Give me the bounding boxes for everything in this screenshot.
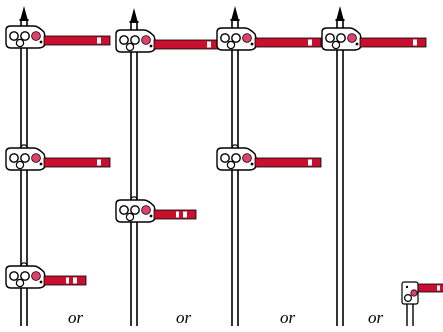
lamp-ring-lower: [125, 42, 135, 52]
lamp-ring-left: [220, 33, 230, 43]
arm-pivot: [149, 214, 153, 218]
arm-stripe: [308, 39, 312, 46]
lamp-ring-lower: [15, 278, 25, 288]
arm-blade: [43, 157, 111, 168]
lamp-ring-left: [9, 31, 19, 41]
post-two-arms: [216, 6, 322, 326]
arm-blade: [43, 35, 111, 46]
red-lamp-icon: [141, 35, 151, 45]
lamp-ring-centre: [20, 153, 30, 163]
red-lamp-icon: [31, 271, 41, 281]
post-two-arms-lower: [115, 8, 221, 326]
ground-arm-blade: [417, 283, 443, 293]
lamp-ring-left: [220, 153, 230, 163]
signal-arm-shunt: [5, 265, 87, 289]
arm-blade: [254, 157, 322, 168]
arm-stripe: [73, 277, 77, 284]
red-lamp-icon: [242, 153, 252, 163]
post-three-arms: [5, 6, 111, 326]
arm-blade: [43, 275, 87, 286]
finial-cap: [230, 19, 240, 21]
lamp-ring-centre: [336, 33, 346, 43]
ground-signal: [401, 281, 443, 326]
red-lamp-icon: [31, 153, 41, 163]
lamp-ring-centre: [20, 271, 30, 281]
lamp-ring-centre: [130, 205, 140, 215]
arm-stripe-second: [66, 277, 69, 284]
signal-arm-home: [5, 147, 111, 171]
finial-icon: [130, 8, 138, 21]
finial-icon: [20, 6, 28, 19]
lamp-ring-left: [119, 205, 129, 215]
arm-stripe: [207, 41, 211, 48]
finial-icon: [336, 6, 344, 19]
ground-lamp-ring: [404, 294, 413, 303]
lamp-ring-left: [119, 35, 129, 45]
lamp-ring-left: [9, 153, 19, 163]
post-one-arm: [321, 6, 443, 326]
arm-blade: [153, 209, 197, 220]
lamp-ring-lower: [226, 40, 236, 50]
finial-cap: [19, 19, 29, 21]
lamp-ring-lower: [226, 160, 236, 170]
caption-or-1: or: [68, 308, 84, 327]
arm-stripe: [97, 37, 101, 44]
ground-pivot: [405, 285, 409, 289]
arm-stripe: [413, 39, 417, 46]
arm-stripe: [97, 159, 101, 166]
arm-pivot: [39, 40, 43, 44]
signal-arm-home: [216, 27, 322, 51]
lamp-ring-lower: [331, 40, 341, 50]
arm-blade: [254, 37, 322, 48]
signal-arm-home: [5, 25, 111, 49]
lamp-ring-centre: [231, 153, 241, 163]
signal-arm-home: [216, 147, 322, 171]
lamp-ring-lower: [15, 160, 25, 170]
arm-stripe-second: [176, 211, 179, 218]
signal-arm-home: [115, 29, 221, 53]
ground-arm-stripe: [437, 285, 440, 291]
red-lamp-icon: [31, 31, 41, 41]
lamp-ring-lower: [125, 212, 135, 222]
arm-pivot: [39, 280, 43, 284]
lamp-ring-lower: [15, 38, 25, 48]
arm-blade: [359, 37, 427, 48]
red-lamp-icon: [347, 33, 357, 43]
red-lamp-icon: [141, 205, 151, 215]
caption-or-4: or: [368, 308, 384, 327]
posts-layer: [5, 6, 443, 326]
arm-stripe: [308, 159, 312, 166]
lamp-ring-centre: [20, 31, 30, 41]
lamp-ring-centre: [231, 33, 241, 43]
arm-pivot: [39, 162, 43, 166]
arm-pivot: [250, 42, 254, 46]
captions-layer: or or or or: [68, 308, 384, 327]
signal-arm-shunt: [115, 199, 197, 223]
lamp-ring-centre: [130, 35, 140, 45]
finial-cap: [129, 21, 139, 23]
ground-red-lamp-icon: [410, 289, 418, 297]
arm-pivot: [250, 162, 254, 166]
caption-or-2: or: [176, 308, 192, 327]
arm-pivot: [149, 44, 153, 48]
arm-pivot: [355, 42, 359, 46]
arm-stripe: [183, 211, 187, 218]
lamp-ring-left: [325, 33, 335, 43]
lamp-ring-left: [9, 271, 19, 281]
signal-arm-home: [321, 27, 427, 51]
caption-or-3: or: [280, 308, 296, 327]
finial-icon: [231, 6, 239, 19]
finial-cap: [335, 19, 345, 21]
red-lamp-icon: [242, 33, 252, 43]
